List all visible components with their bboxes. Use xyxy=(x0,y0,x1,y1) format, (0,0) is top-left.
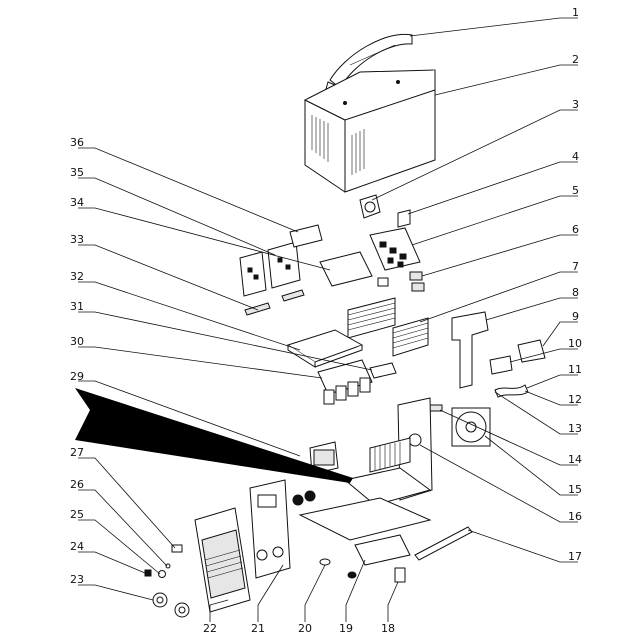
part-terminals-28 xyxy=(292,490,316,506)
part-knob-25 xyxy=(158,570,166,578)
part-bracket-35 xyxy=(267,241,301,289)
part-6 xyxy=(409,271,425,292)
part-heatsink xyxy=(369,437,411,473)
part-pcb-34b xyxy=(319,251,389,287)
label-part-1: 1 xyxy=(572,6,579,19)
label-part-13: 13 xyxy=(568,422,582,435)
part-small-bar-33b xyxy=(281,289,305,302)
part-label-27 xyxy=(171,544,183,553)
label-part-2: 2 xyxy=(572,53,579,66)
label-part-11: 11 xyxy=(568,363,582,376)
label-part-28: 28 xyxy=(70,414,84,427)
part-front-panel-21 xyxy=(249,479,291,579)
part-4 xyxy=(397,209,411,228)
label-part-9: 9 xyxy=(572,310,579,323)
label-part-30: 30 xyxy=(70,335,84,348)
part-pcb-5 xyxy=(369,227,421,271)
part-front-bezel-22 xyxy=(194,507,251,613)
label-part-26: 26 xyxy=(70,478,84,491)
part-rail-17 xyxy=(414,526,473,561)
label-part-18: 18 xyxy=(381,622,395,635)
label-part-10: 10 xyxy=(568,337,582,350)
part-foot-18 xyxy=(394,567,406,583)
label-part-8: 8 xyxy=(572,286,579,299)
label-part-27: 27 xyxy=(70,446,84,459)
part-bracket-34 xyxy=(239,251,267,297)
label-part-3: 3 xyxy=(572,98,579,111)
part-knob-24 xyxy=(144,569,152,577)
label-part-25: 25 xyxy=(70,508,84,521)
part-10 xyxy=(489,355,513,375)
label-part-20: 20 xyxy=(298,622,312,635)
label-part-21: 21 xyxy=(251,622,265,635)
part-9 xyxy=(517,339,546,363)
part-base-19 xyxy=(354,534,411,566)
part-cover-case xyxy=(303,69,436,193)
label-part-33: 33 xyxy=(70,233,84,246)
part-board-32 xyxy=(286,329,364,368)
part-3 xyxy=(359,194,381,219)
label-part-16: 16 xyxy=(568,510,582,523)
label-part-19: 19 xyxy=(339,622,353,635)
part-connectors-23 xyxy=(152,592,190,618)
label-part-34: 34 xyxy=(70,196,84,209)
part-chassis xyxy=(298,467,432,541)
label-part-29: 29 xyxy=(70,370,84,383)
label-part-4: 4 xyxy=(572,150,579,163)
part-number-labels: 1 2 3 4 5 6 7 8 9 10 11 12 13 14 15 16 1… xyxy=(70,6,582,635)
label-part-23: 23 xyxy=(70,573,84,586)
label-part-5: 5 xyxy=(572,184,579,197)
label-part-32: 32 xyxy=(70,270,84,283)
part-33 xyxy=(244,302,271,316)
part-bracket-8 xyxy=(451,311,489,389)
part-transformer-7 xyxy=(347,297,429,357)
part-knob-26 xyxy=(165,563,171,569)
label-part-14: 14 xyxy=(568,453,582,466)
label-part-36: 36 xyxy=(70,136,84,149)
part-feet-20 xyxy=(319,558,357,579)
label-part-6: 6 xyxy=(572,223,579,236)
leader-lines xyxy=(78,17,578,622)
part-pcb-30 xyxy=(317,359,373,405)
part-plate-31 xyxy=(369,362,397,379)
shadow-wedge xyxy=(75,388,353,483)
label-part-7: 7 xyxy=(572,260,579,273)
label-part-15: 15 xyxy=(568,483,582,496)
label-part-31: 31 xyxy=(70,300,84,313)
part-bracket-36 xyxy=(289,224,323,248)
part-fan-15 xyxy=(451,407,491,447)
label-part-17: 17 xyxy=(568,550,582,563)
part-inductor-29 xyxy=(309,441,339,475)
label-part-24: 24 xyxy=(70,540,84,553)
label-part-22: 22 xyxy=(203,622,217,635)
label-part-35: 35 xyxy=(70,166,84,179)
label-part-12: 12 xyxy=(568,393,582,406)
